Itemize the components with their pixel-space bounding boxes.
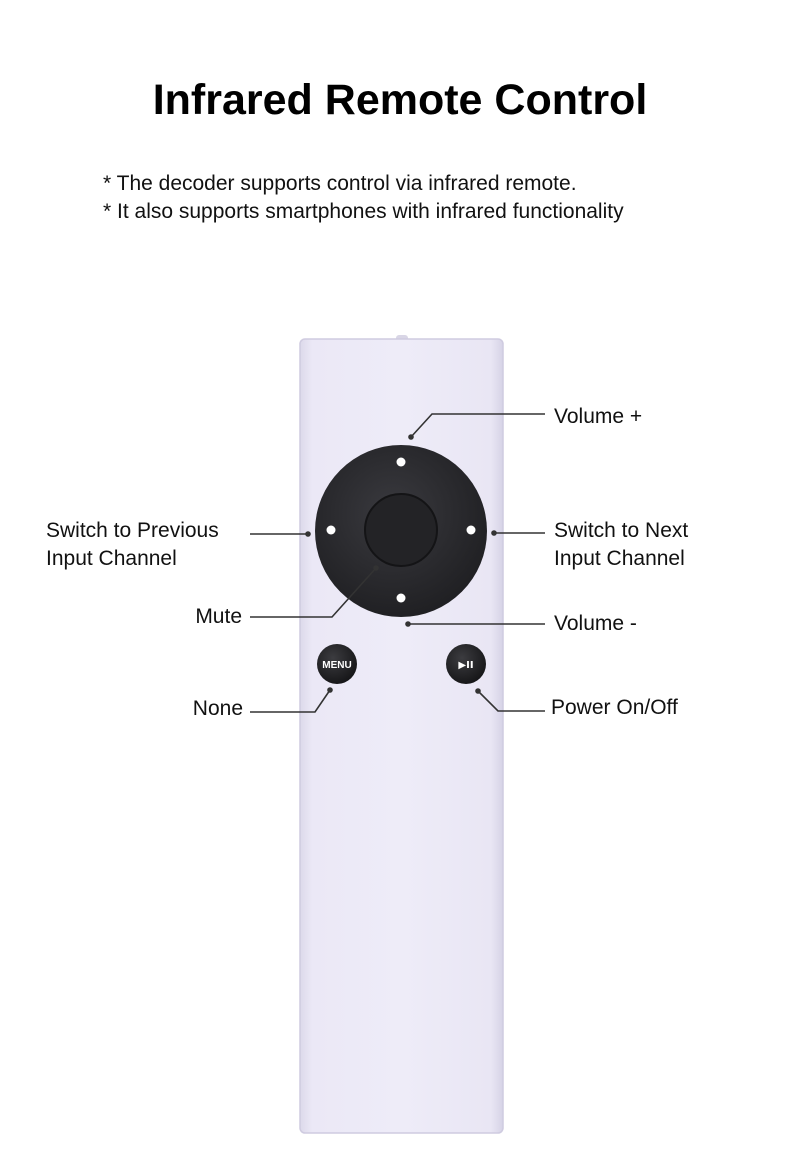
- callout-anchor-dots: [305, 434, 497, 694]
- play-pause-button-cap[interactable]: [446, 644, 486, 684]
- callout-line-play-pause: [477, 690, 545, 712]
- anchor-dot: [408, 434, 414, 440]
- page-title: Infrared Remote Control: [152, 76, 648, 124]
- feature-notes: * The decoder supports control via infra…: [103, 170, 624, 226]
- play-pause-button[interactable]: ▶II: [446, 644, 486, 684]
- anchor-dot: [373, 565, 379, 571]
- note-line: * The decoder supports control via infra…: [103, 172, 577, 195]
- callout-play-pause: Power On/Off: [551, 696, 678, 719]
- callout-next-line: Switch to Next: [554, 519, 689, 542]
- callout-next-channel: Switch to Next Input Channel: [554, 517, 688, 573]
- callout-line-volume-up: [410, 413, 545, 438]
- callout-volume-up: Volume +: [554, 405, 643, 428]
- menu-button[interactable]: MENU: [317, 644, 357, 684]
- callout-next-line: Input Channel: [554, 547, 685, 570]
- callout-volume-down: Volume -: [554, 612, 637, 635]
- volume-down-dot-icon[interactable]: [396, 593, 406, 603]
- anchor-dot: [405, 621, 411, 627]
- menu-button-cap[interactable]: [317, 644, 357, 684]
- next-dot-icon[interactable]: [466, 525, 476, 535]
- callout-previous-line: Switch to Previous: [46, 519, 219, 542]
- navigation-wheel[interactable]: [315, 445, 487, 617]
- center-select-button[interactable]: [364, 493, 438, 567]
- anchor-dot: [475, 688, 481, 694]
- previous-dot-icon[interactable]: [326, 525, 336, 535]
- callout-mute: Mute: [195, 605, 242, 628]
- callout-menu: None: [192, 697, 243, 720]
- menu-button-label: MENU: [322, 660, 351, 671]
- callout-lines: [250, 413, 545, 713]
- callout-previous-channel: Switch to Previous Input Channel: [46, 517, 219, 573]
- anchor-dot: [305, 531, 311, 537]
- anchor-dot: [327, 687, 333, 693]
- volume-up-dot-icon[interactable]: [396, 457, 406, 467]
- note-line: * It also supports smartphones with infr…: [103, 200, 624, 223]
- callout-line-menu: [250, 689, 331, 713]
- callout-previous-line: Input Channel: [46, 547, 177, 570]
- callout-line-mute: [250, 567, 377, 618]
- play-pause-icon: ▶II: [458, 660, 473, 671]
- anchor-dot: [491, 530, 497, 536]
